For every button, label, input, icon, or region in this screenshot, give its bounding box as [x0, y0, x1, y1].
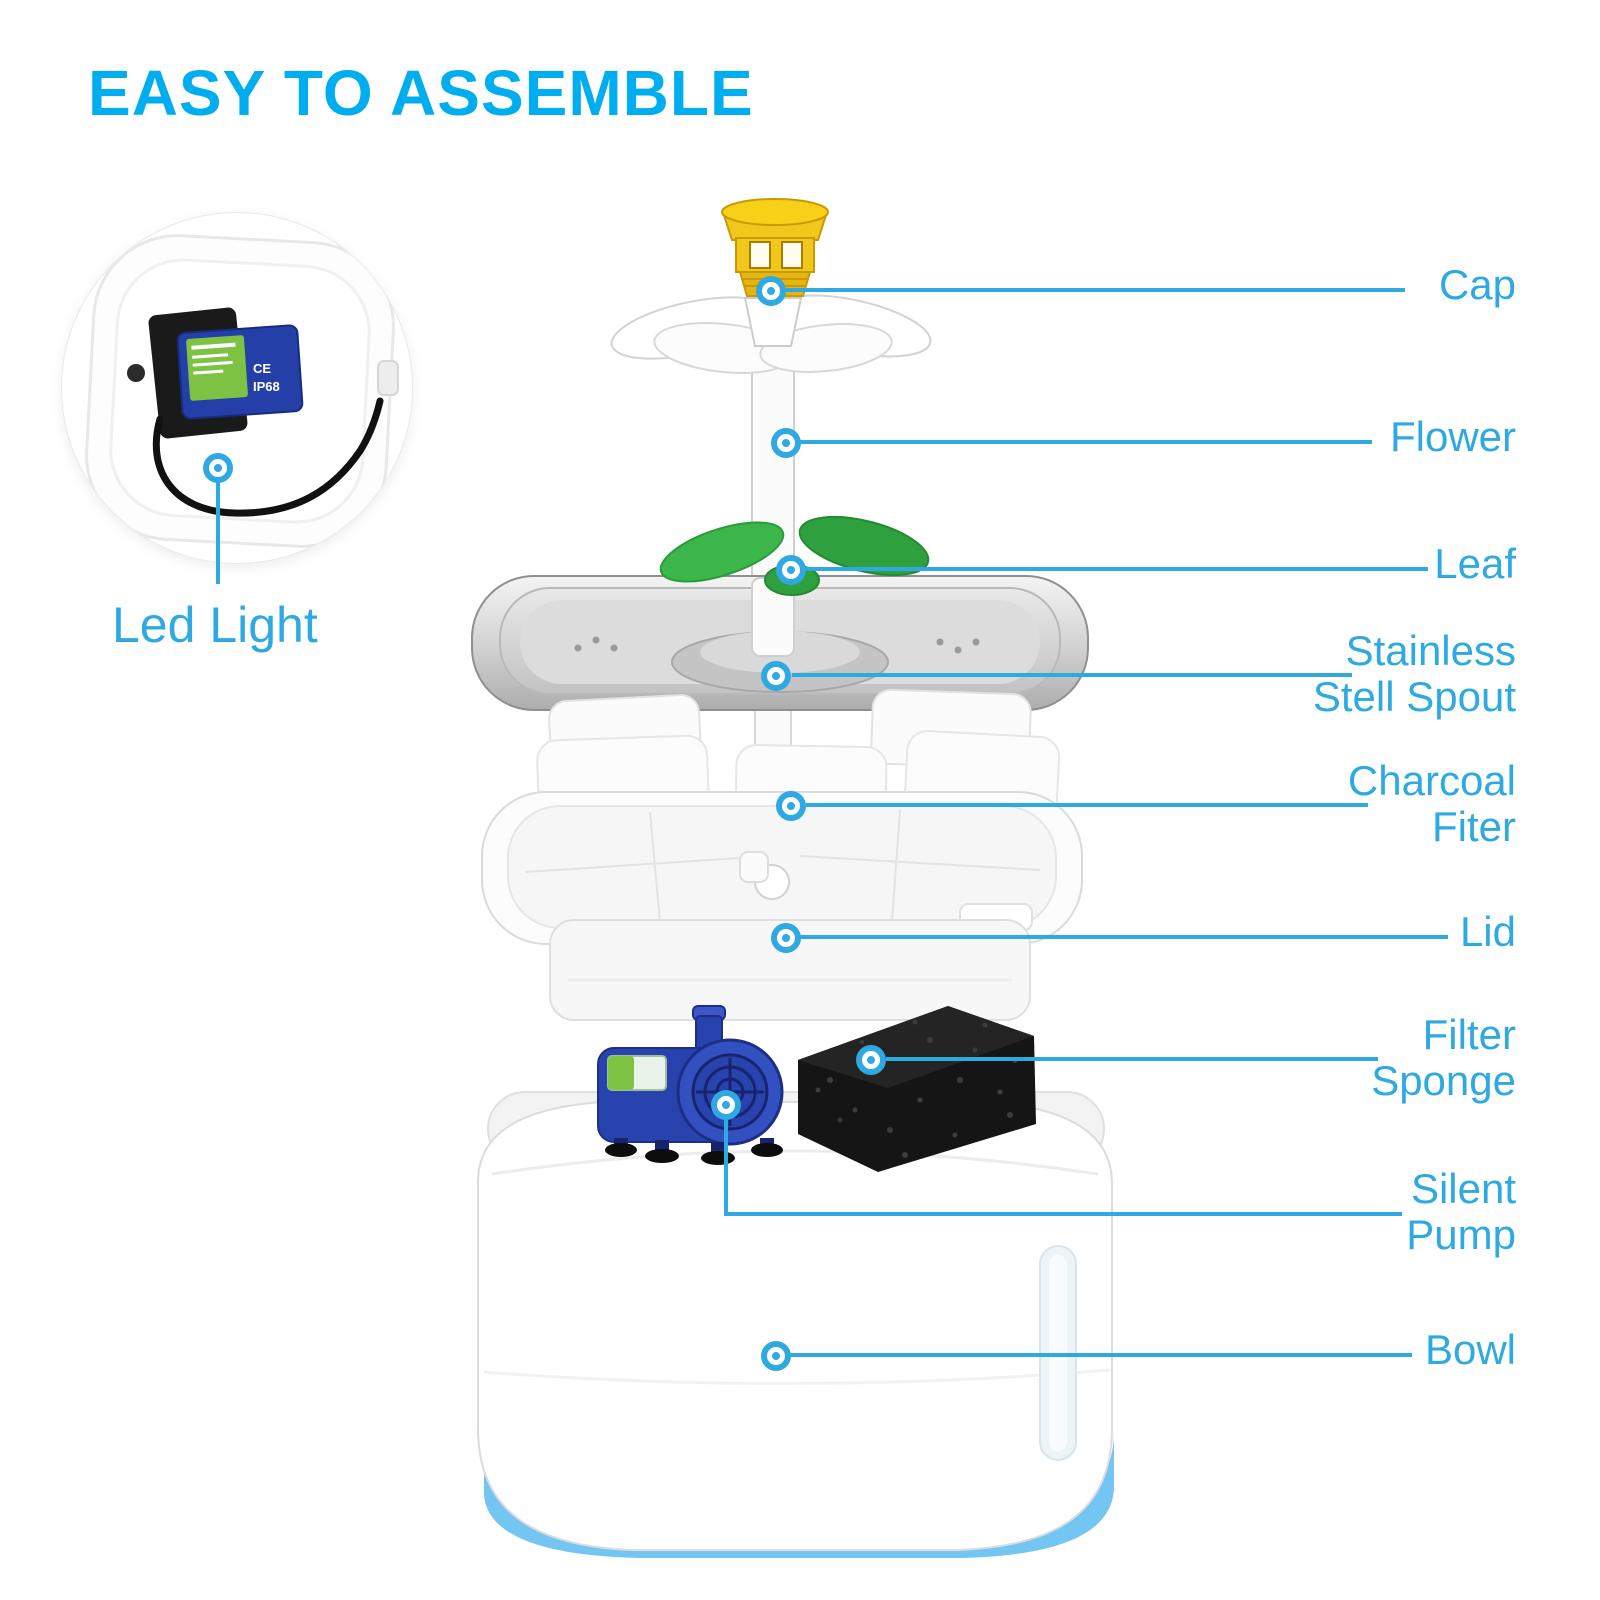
- stainless-tray-graphic: [471, 575, 1089, 711]
- callout-label-stainless-spout: Stainless Stell Spout: [1312, 627, 1516, 720]
- callout-line-charcoal-filter: [806, 803, 1368, 807]
- callout-label-cap: Cap: [1438, 261, 1516, 308]
- callout-line-silent-pump: [724, 1212, 1402, 1216]
- callout-dot-charcoal-filter: [776, 791, 806, 821]
- callout-label-flower: Flower: [1389, 413, 1516, 460]
- callout-line-leaf: [806, 567, 1428, 571]
- callout-line-stainless-spout: [792, 673, 1352, 677]
- lid-graphic: [481, 791, 1083, 1021]
- callout-line-flower: [800, 440, 1372, 444]
- callout-line-cap: [786, 288, 1405, 292]
- callout-label-bowl: Bowl: [1424, 1326, 1516, 1373]
- callout-line-bowl: [790, 1353, 1412, 1357]
- callout-dot-led-light: [203, 453, 233, 483]
- callout-line-lid: [800, 935, 1448, 939]
- callout-dot-lid: [771, 923, 801, 953]
- inset-power-cable: [152, 397, 384, 517]
- filter-sponge-graphic: [798, 1006, 1036, 1172]
- callout-dot-cap: [756, 276, 786, 306]
- callout-line-filter-sponge: [886, 1057, 1378, 1061]
- inset-pump-ce-mark: CE: [253, 361, 271, 376]
- led-light-inset: CE IP68: [62, 213, 412, 563]
- inset-pump: CE IP68: [176, 324, 304, 420]
- flower-graphic: [610, 294, 932, 374]
- bowl-graphic: [477, 1091, 1114, 1558]
- callout-dot-silent-pump: [711, 1090, 741, 1120]
- callout-line-led-light: [216, 482, 220, 584]
- callout-label-leaf: Leaf: [1434, 540, 1516, 587]
- callout-label-silent-pump: Silent Pump: [1406, 1165, 1516, 1258]
- callout-line-silent-pump-vertical: [724, 1118, 728, 1216]
- led-light-inset-graphic: CE IP68: [85, 234, 399, 548]
- fountain-exploded-graphic: [471, 198, 1114, 1558]
- cap-graphic: [721, 198, 829, 297]
- callout-label-charcoal-filter: Charcoal Fiter: [1347, 757, 1516, 850]
- inset-pump-ip-mark: IP68: [253, 379, 280, 394]
- callout-dot-stainless-spout: [761, 661, 791, 691]
- page-title: EASY TO ASSEMBLE: [88, 57, 754, 129]
- callout-label-lid: Lid: [1459, 908, 1516, 955]
- callout-label-led-light: Led Light: [112, 597, 318, 653]
- callout-dot-filter-sponge: [856, 1045, 886, 1075]
- callout-dot-leaf: [776, 555, 806, 585]
- callout-dot-flower: [771, 428, 801, 458]
- callout-label-filter-sponge: Filter Sponge: [1371, 1011, 1516, 1104]
- callout-dot-bowl: [761, 1341, 791, 1371]
